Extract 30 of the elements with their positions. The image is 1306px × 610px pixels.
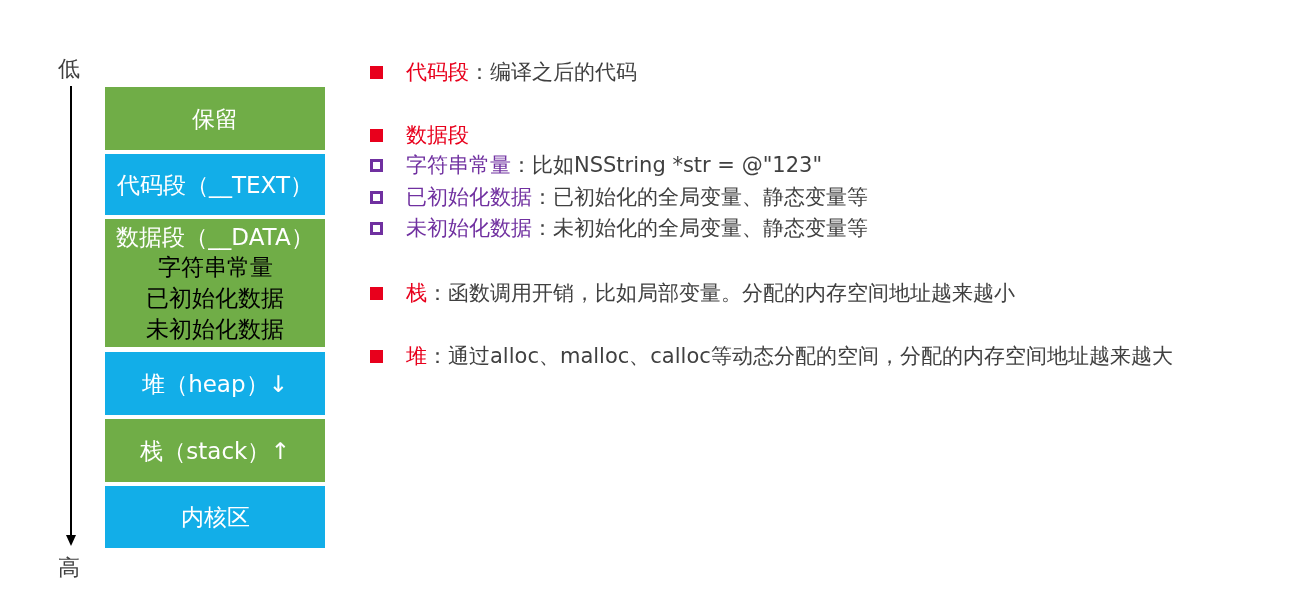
term-label: 代码段 — [406, 59, 469, 85]
memory-segment — [105, 419, 325, 482]
segment-item: 字符串常量 — [157, 252, 273, 282]
segment-title: 保留 — [192, 104, 238, 134]
term-label: 数据段 — [406, 122, 469, 148]
term-label: 未初始化数据 — [406, 215, 532, 241]
description-text: ：通过alloc、malloc、calloc等动态分配的空间，分配的内存空间地址越来越大 — [427, 343, 1173, 369]
memory-segment — [105, 154, 325, 215]
segment-item: 已初始化数据 — [146, 283, 284, 313]
description-text: ：比如NSString *str = @"123" — [511, 152, 823, 178]
segment-item: 未初始化数据 — [146, 314, 284, 344]
segment-title: 数据段（__DATA） — [116, 222, 314, 252]
term-label: 已初始化数据 — [406, 184, 532, 210]
axis-label: 低 — [58, 56, 80, 82]
memory-segment — [105, 486, 325, 548]
segment-title: 堆（heap）↓ — [142, 369, 288, 399]
description-text: ：函数调用开销，比如局部变量。分配的内存空间地址越来越小 — [427, 280, 1015, 306]
segment-title: 代码段（__TEXT） — [117, 170, 313, 200]
term-label: 栈 — [406, 280, 427, 306]
memory-segment — [105, 219, 325, 347]
description-text: ：编译之后的代码 — [469, 59, 637, 85]
memory-segment — [105, 352, 325, 415]
memory-segment — [105, 87, 325, 150]
description-text: ：未初始化的全局变量、静态变量等 — [532, 215, 868, 241]
axis-label: 高 — [58, 555, 80, 581]
term-label: 字符串常量 — [406, 152, 511, 178]
segment-title: 栈（stack）↑ — [140, 436, 290, 466]
segment-title: 内核区 — [180, 503, 250, 532]
term-label: 堆 — [406, 343, 427, 369]
description-text: ：已初始化的全局变量、静态变量等 — [532, 184, 868, 210]
